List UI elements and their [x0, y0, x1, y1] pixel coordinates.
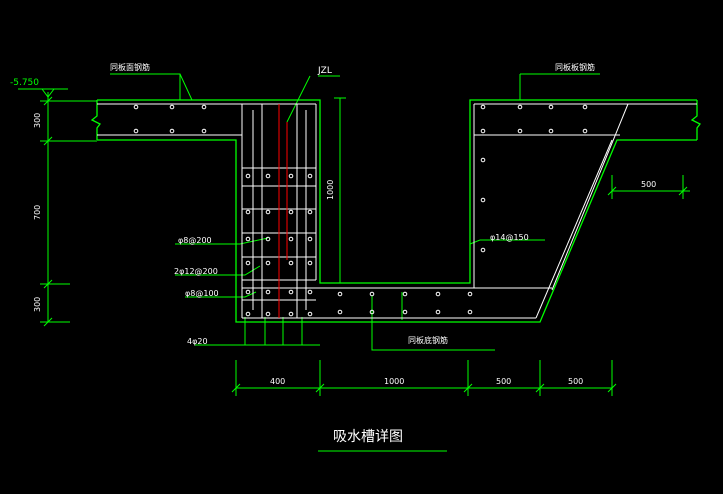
annotation-texts: -5.750 同板面钢筋 同板板钢筋 JZL φ8@200 2φ12@200 φ…: [10, 62, 656, 445]
dim-bottom-3: 500: [496, 377, 511, 386]
dim-left-top: 300: [33, 113, 42, 128]
dim-left-bot: 300: [33, 297, 42, 312]
elevation-label: -5.750: [10, 78, 39, 88]
dim-depth: 1000: [326, 180, 335, 200]
bottom-note: 同板底钢筋: [408, 335, 448, 345]
dim-right-width: 500: [641, 180, 656, 189]
drawing-title: 吸水槽详图: [333, 429, 403, 445]
slope-bars-label: φ14@150: [490, 233, 529, 242]
column-centerline: [278, 104, 288, 318]
bars-2-12-label: 2φ12@200: [174, 267, 218, 276]
dimension-lines: [18, 73, 690, 452]
stirrup-100-label: φ8@100: [185, 289, 219, 298]
reinforcement-bars: [97, 103, 697, 319]
dim-bottom-1: 400: [270, 377, 285, 386]
concrete-outline: [90, 99, 701, 323]
dim-left-mid: 700: [33, 205, 42, 220]
dim-bottom-4: 500: [568, 377, 583, 386]
bar-dots: [133, 104, 588, 317]
dim-bottom-2: 1000: [384, 377, 404, 386]
left-top-note: 同板面钢筋: [110, 62, 150, 72]
right-top-note: 同板板钢筋: [555, 62, 595, 72]
main-bars-label: 4φ20: [187, 337, 208, 346]
stirrup-200-label: φ8@200: [178, 236, 212, 245]
column-tag: JZL: [317, 66, 332, 76]
